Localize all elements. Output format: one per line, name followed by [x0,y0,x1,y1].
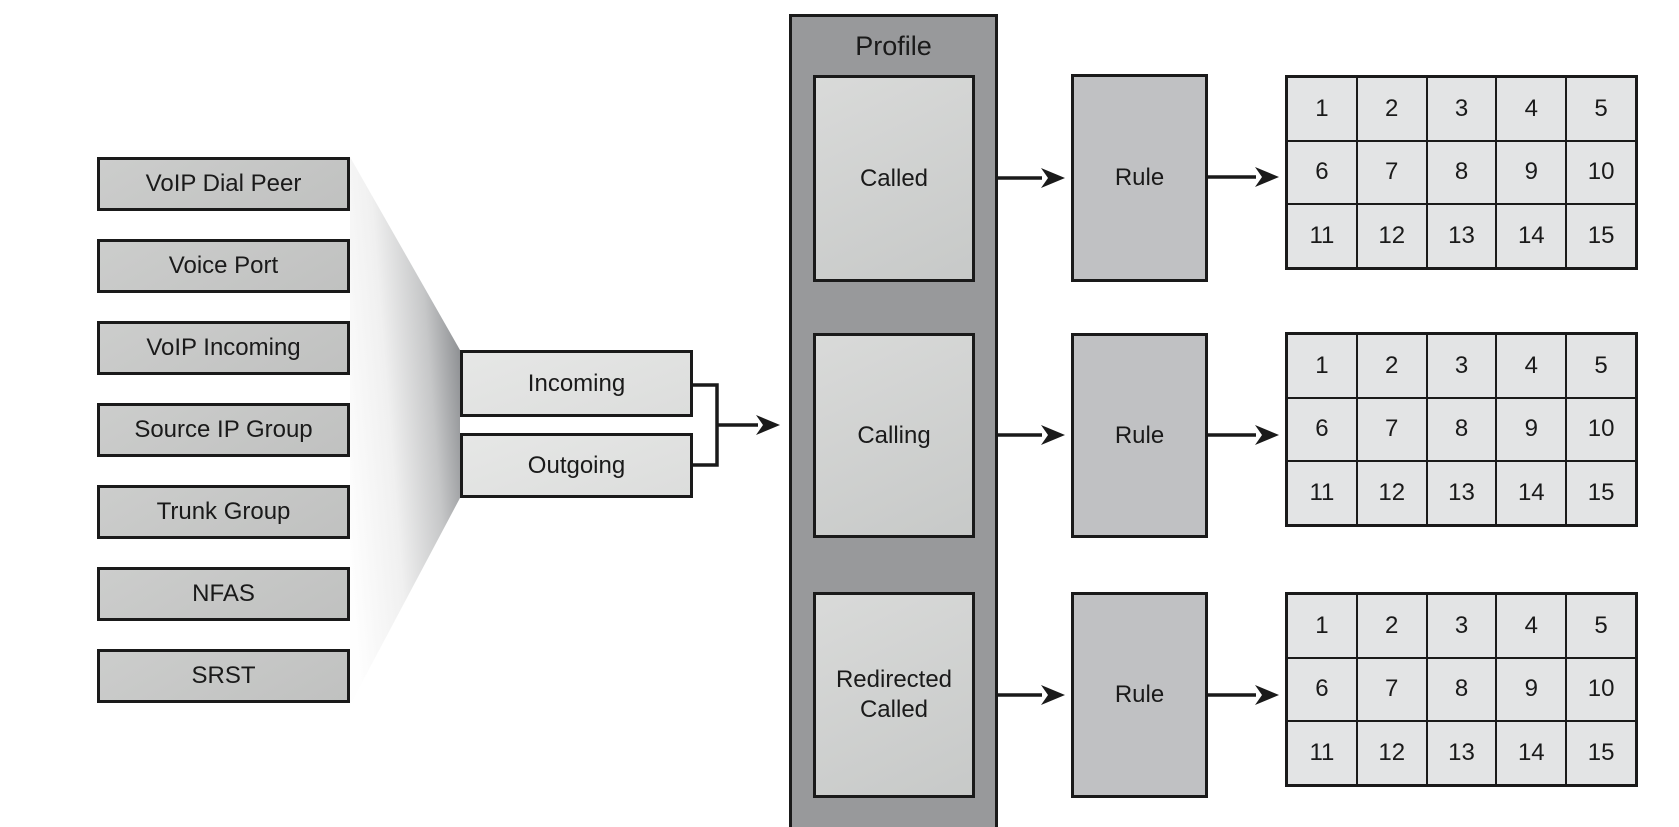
grid-cell: 13 [1426,461,1497,525]
arrowhead-calling-rule [1041,425,1065,445]
grid-cell: 15 [1566,461,1636,525]
grid-cell: 15 [1566,721,1636,785]
source-box: VoIP Dial Peer [97,157,350,211]
source-box: SRST [97,649,350,703]
grid-cell: 9 [1496,397,1567,462]
profile-type-box-redirected-called: Redirected Called [813,592,975,798]
grid-cell: 8 [1426,140,1497,205]
source-box: Voice Port [97,239,350,293]
grid-cell: 5 [1566,594,1636,658]
rule-box-1: Rule [1071,74,1208,282]
grid-cell: 1 [1287,334,1357,398]
grid-cell: 7 [1356,140,1427,205]
rule-box-2: Rule [1071,333,1208,538]
grid-cell: 15 [1566,204,1636,268]
grid-cell: 7 [1356,397,1427,462]
profile-type-box-calling: Calling [813,333,975,538]
merge-bracket [693,383,719,467]
source-box: Trunk Group [97,485,350,539]
profile-type-box-called: Called [813,75,975,282]
grid-cell: 11 [1287,721,1357,785]
grid-cell: 10 [1566,140,1636,205]
grid-cell: 10 [1566,397,1636,462]
grid-cell: 9 [1496,140,1567,205]
grid-cell: 8 [1426,397,1497,462]
funnel-shape [350,157,460,705]
arrowhead-rule-grid-3 [1255,685,1279,705]
grid-cell: 8 [1426,657,1497,722]
grid-cell: 2 [1356,594,1427,658]
grid-cell: 2 [1356,77,1427,141]
grid-cell: 11 [1287,204,1357,268]
grid-cell: 5 [1566,77,1636,141]
grid-cell: 4 [1496,594,1567,658]
grid-cell: 3 [1426,594,1497,658]
grid-cell: 14 [1496,721,1567,785]
grid-cell: 5 [1566,334,1636,398]
grid-cell: 13 [1426,204,1497,268]
rule-box-3: Rule [1071,592,1208,798]
incoming-box: Incoming [460,350,693,417]
grid-cell: 10 [1566,657,1636,722]
grid-cell: 4 [1496,334,1567,398]
grid-cell: 6 [1287,657,1357,722]
source-box: NFAS [97,567,350,621]
profile-title: Profile [855,31,932,61]
grid-cell: 2 [1356,334,1427,398]
grid-cell: 6 [1287,140,1357,205]
source-box: Source IP Group [97,403,350,457]
outgoing-box: Outgoing [460,433,693,498]
grid-cell: 7 [1356,657,1427,722]
grid-cell: 13 [1426,721,1497,785]
grid-cell: 12 [1356,461,1427,525]
grid-cell: 12 [1356,204,1427,268]
grid-cell: 3 [1426,334,1497,398]
grid-cell: 1 [1287,594,1357,658]
grid-cell: 3 [1426,77,1497,141]
grid-cell: 6 [1287,397,1357,462]
grid-cell: 14 [1496,204,1567,268]
arrowhead-called-rule [1041,168,1065,188]
arrowhead-rule-grid-2 [1255,425,1279,445]
grid-cell: 1 [1287,77,1357,141]
arrowhead-redirected-rule [1041,685,1065,705]
grid-cell: 12 [1356,721,1427,785]
grid-cell: 4 [1496,77,1567,141]
arrowhead-rule-grid-1 [1255,167,1279,187]
grid-cell: 9 [1496,657,1567,722]
grid-cell: 11 [1287,461,1357,525]
grid-cell: 14 [1496,461,1567,525]
source-box: VoIP Incoming [97,321,350,375]
arrowhead-to-profile [756,415,780,435]
